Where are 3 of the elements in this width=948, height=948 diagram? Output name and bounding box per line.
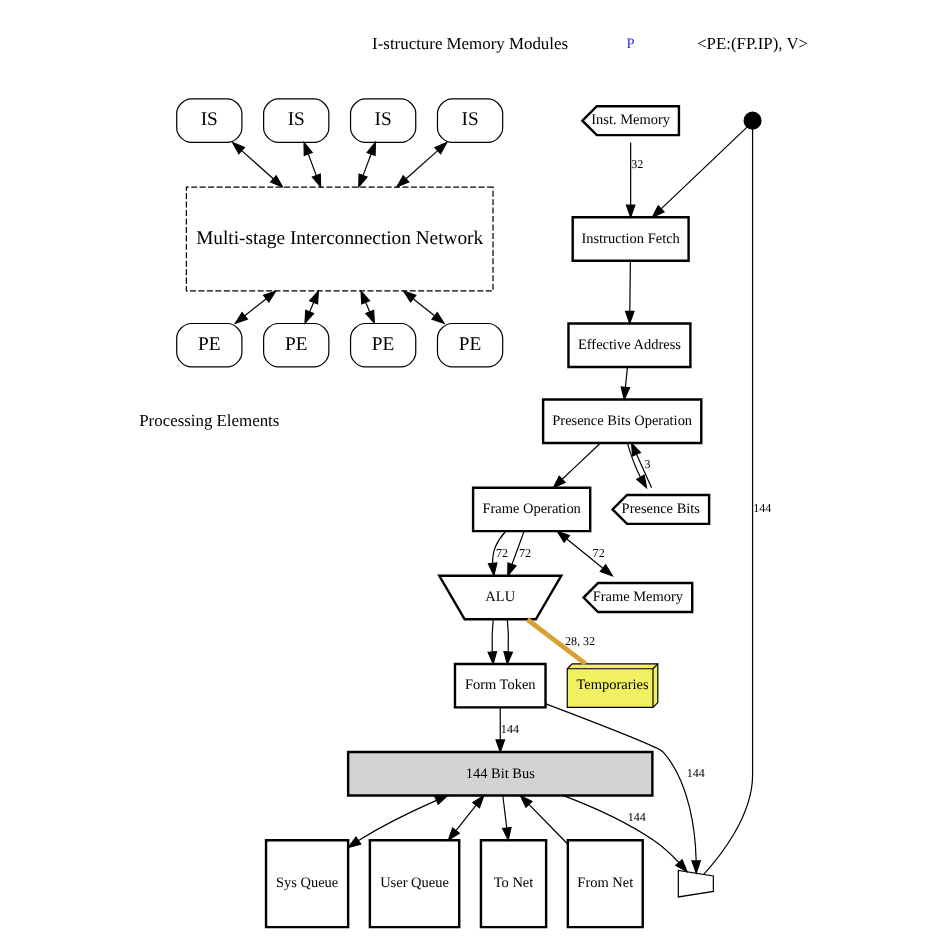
label: <PE:(FP.IP), V>: [697, 32, 809, 53]
label: I-structure Memory Modules: [372, 32, 569, 53]
label: Processing Elements: [139, 408, 280, 429]
